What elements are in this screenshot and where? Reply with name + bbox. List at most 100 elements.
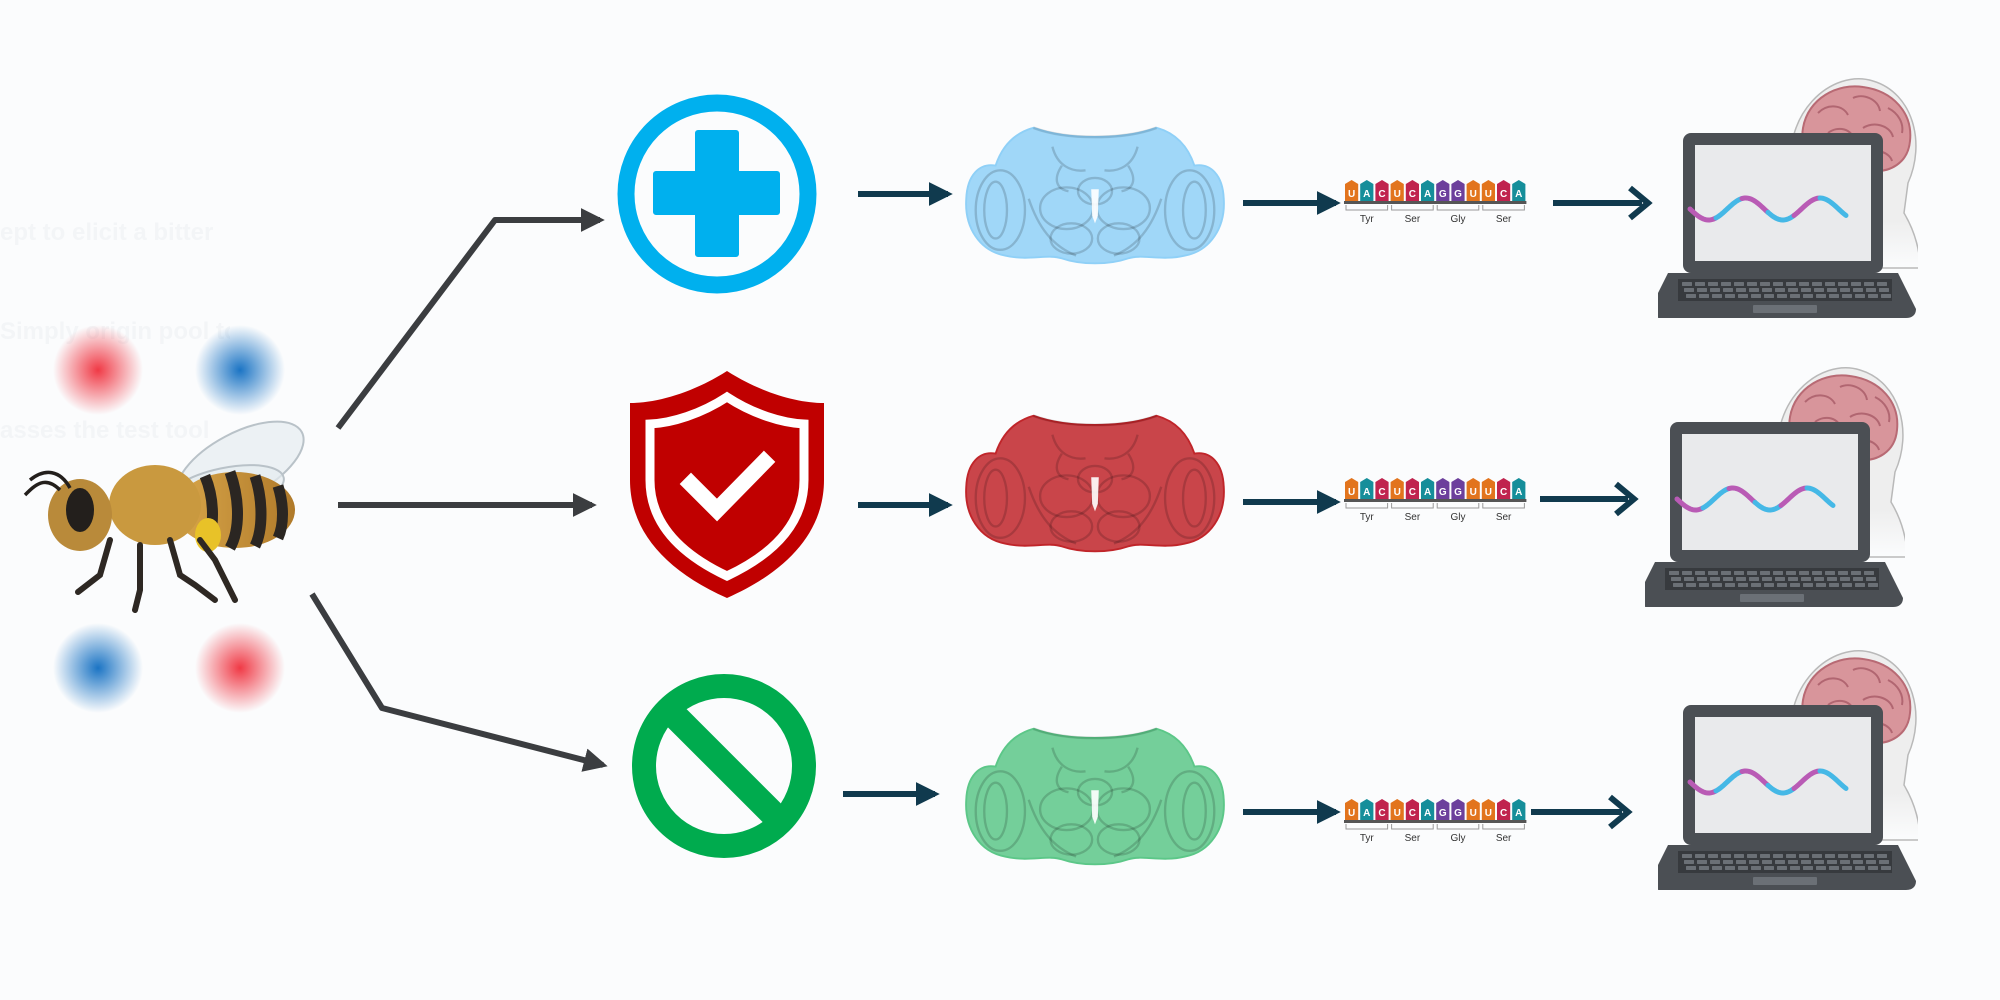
mrna-base: A [1421,180,1435,202]
mrna-base-letter: A [1363,808,1370,819]
laptop-readout-3 [1658,649,1918,892]
mrna-base: G [1436,180,1450,202]
mrna-base: G [1451,478,1465,500]
mrna-base-letter: C [1378,487,1385,498]
mrna-base-letter: A [1515,189,1522,200]
mrna-base-letter: A [1515,808,1522,819]
codon-label: Ser [1405,512,1421,523]
mrna-base: U [1345,180,1359,202]
arrow-to-positive [335,208,605,430]
receptor-connector-3 [1531,794,1633,830]
codon-label: Gly [1451,214,1466,225]
arrow-to-negative [309,592,608,772]
mrna-base: U [1481,799,1495,821]
mrna-base: C [1405,180,1419,202]
mrna-base-letter: C [1378,808,1385,819]
mrna-base: G [1436,478,1450,500]
mrna-base-letter: C [1409,189,1416,200]
codon-label: Ser [1405,833,1421,844]
signal-wave-3 [1687,768,1849,796]
mrna-base: C [1497,180,1511,202]
mrna-base: U [1481,180,1495,202]
mrna-base-letter: U [1394,808,1401,819]
mrna-base-letter: G [1439,189,1447,200]
mrna-base: U [1466,478,1480,500]
mrna-base: A [1360,799,1374,821]
mrna-base: A [1360,478,1374,500]
mrna-base-letter: C [1500,487,1507,498]
mrna-base: G [1451,180,1465,202]
mrna-base: C [1497,478,1511,500]
signal-wave-1 [1687,195,1849,223]
mrna-base-letter: A [1424,487,1431,498]
mrna-base: U [1390,478,1404,500]
prohibited-icon [632,674,816,858]
mrna-base-letter: G [1454,189,1462,200]
mrna-base-letter: C [1500,189,1507,200]
receptor-connector-1 [1553,185,1653,221]
mrna-base: C [1375,180,1389,202]
mrna-base-letter: U [1348,487,1355,498]
mrna-base-letter: U [1470,189,1477,200]
codon-label: Tyr [1360,512,1375,523]
stimulus-red-top [53,325,143,415]
mrna-base-letter: U [1470,487,1477,498]
faded-text-line-1: ept to elicit a bitter [0,219,214,246]
mrna-base-letter: A [1363,487,1370,498]
codon-label: Ser [1496,512,1512,523]
mrna-base-letter: A [1515,487,1522,498]
mrna-base: C [1405,478,1419,500]
mrna-base-letter: A [1363,189,1370,200]
codon-label: Tyr [1360,214,1375,225]
mrna-base-letter: G [1454,808,1462,819]
mrna-base-letter: C [1378,189,1385,200]
laptop-readout-2 [1645,366,1905,609]
codon-label: Tyr [1360,833,1375,844]
mrna-base: U [1390,180,1404,202]
mrna-base: A [1421,478,1435,500]
mrna-base-letter: C [1500,808,1507,819]
codon-label: Ser [1496,833,1512,844]
stimulus-red-bottom [195,623,285,713]
mrna-base: G [1451,799,1465,821]
laptop-readout-1 [1658,77,1918,320]
mrna-base-letter: U [1485,808,1492,819]
mrna-base: C [1405,799,1419,821]
codon-label: Ser [1405,214,1421,225]
mrna-base-letter: U [1394,487,1401,498]
mrna-base-letter: U [1485,189,1492,200]
mrna-base: A [1421,799,1435,821]
mrna-base-letter: U [1485,487,1492,498]
mrna-base-letter: U [1348,189,1355,200]
mrna-base-letter: G [1454,487,1462,498]
mrna-base-letter: U [1470,808,1477,819]
codon-label: Gly [1451,512,1466,523]
mrna-base-letter: C [1409,487,1416,498]
stimulus-blue-top [195,325,285,415]
plus-circle-icon [617,94,817,294]
mrna-base: U [1481,478,1495,500]
mrna-base: U [1345,478,1359,500]
honeybee-illustration [23,420,305,613]
receptor-connector-2 [1540,481,1639,517]
mrna-base-letter: A [1424,189,1431,200]
faded-text-line-3: asses the test tool [0,417,210,444]
mrna-base: A [1512,478,1526,500]
mrna-base: U [1345,799,1359,821]
mrna-base: G [1436,799,1450,821]
bee-brain-red [964,414,1226,553]
mrna-base: A [1360,180,1374,202]
mrna-base: A [1512,180,1526,202]
signal-wave-2 [1674,485,1836,513]
mrna-base-letter: A [1424,808,1431,819]
codon-label: Ser [1496,214,1512,225]
mrna-base: U [1466,799,1480,821]
mrna-base-letter: G [1439,808,1447,819]
bee-brain-blue [964,126,1226,265]
codon-label: Gly [1451,833,1466,844]
mrna-base-letter: C [1409,808,1416,819]
